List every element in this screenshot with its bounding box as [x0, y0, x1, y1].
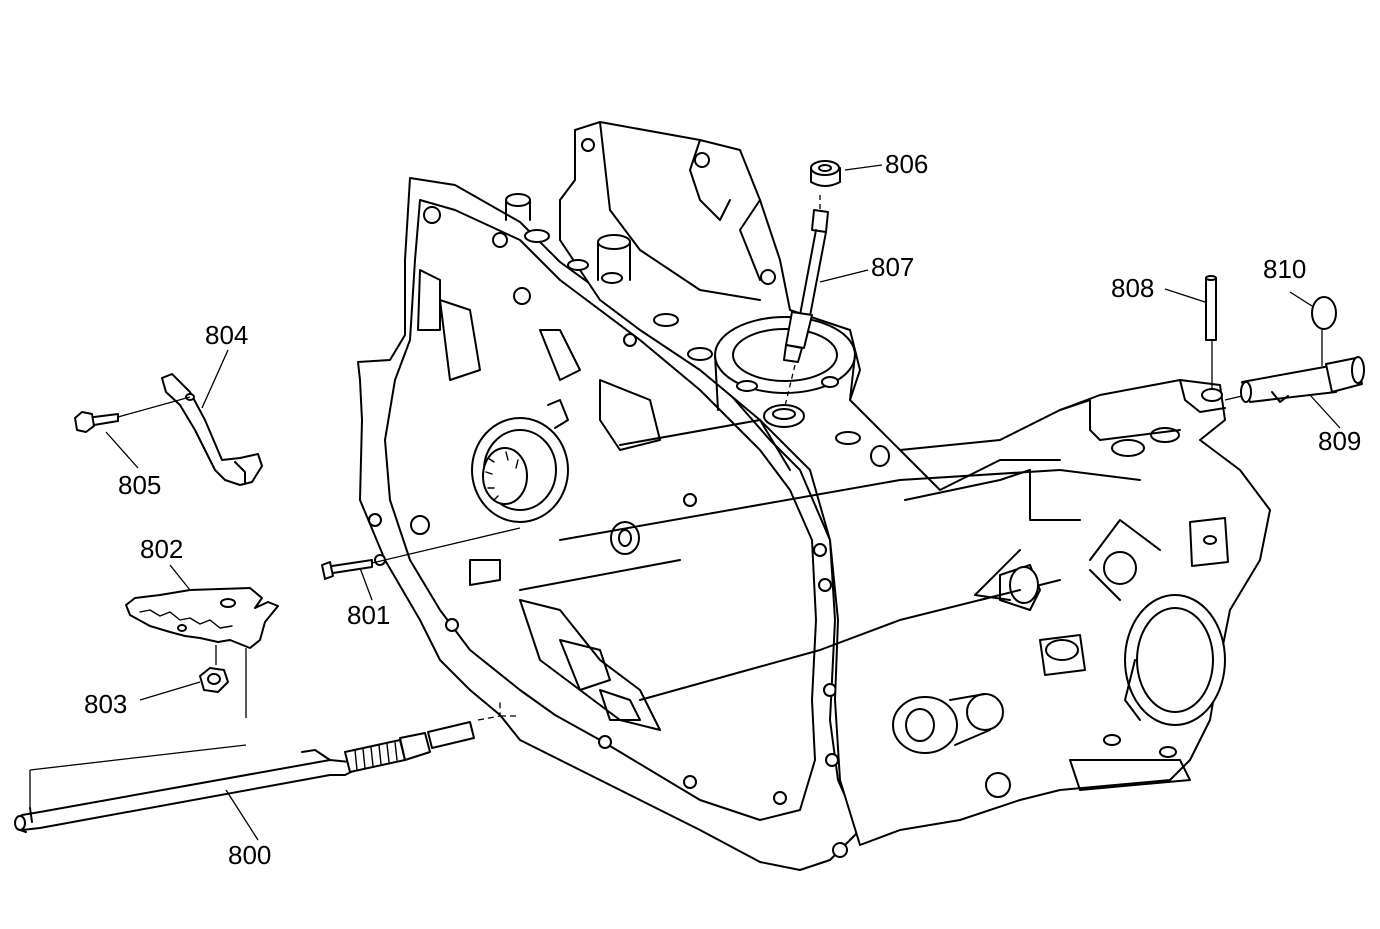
callout-800: 800	[228, 840, 271, 870]
callout-808: 808	[1111, 273, 1154, 303]
part-805-bolt	[74, 396, 191, 433]
callout-806: 806	[885, 149, 928, 179]
callout-809: 809	[1318, 426, 1361, 456]
callout-804: 804	[205, 320, 248, 350]
callout-labels: 800 801 802 803 804 805 806 807 808 809 …	[84, 149, 1361, 870]
part-802-bracket	[125, 587, 279, 649]
callout-807: 807	[871, 252, 914, 282]
part-806-plug	[810, 160, 841, 187]
callout-801: 801	[347, 600, 390, 630]
part-807-dipstick-tube	[783, 195, 829, 411]
leader-lines	[105, 164, 1341, 841]
part-808-pin	[1205, 275, 1217, 388]
part-803-nut	[199, 645, 247, 718]
callout-803: 803	[84, 689, 127, 719]
callout-805: 805	[118, 470, 161, 500]
part-809-shaft	[1224, 328, 1365, 403]
callout-810: 810	[1263, 254, 1306, 284]
transaxle-case	[357, 121, 1271, 871]
part-804-lever	[161, 373, 263, 486]
callout-802: 802	[140, 534, 183, 564]
part-801-bolt	[321, 527, 521, 580]
part-810-seal	[1311, 296, 1337, 330]
part-800-shift-cable	[14, 700, 520, 833]
